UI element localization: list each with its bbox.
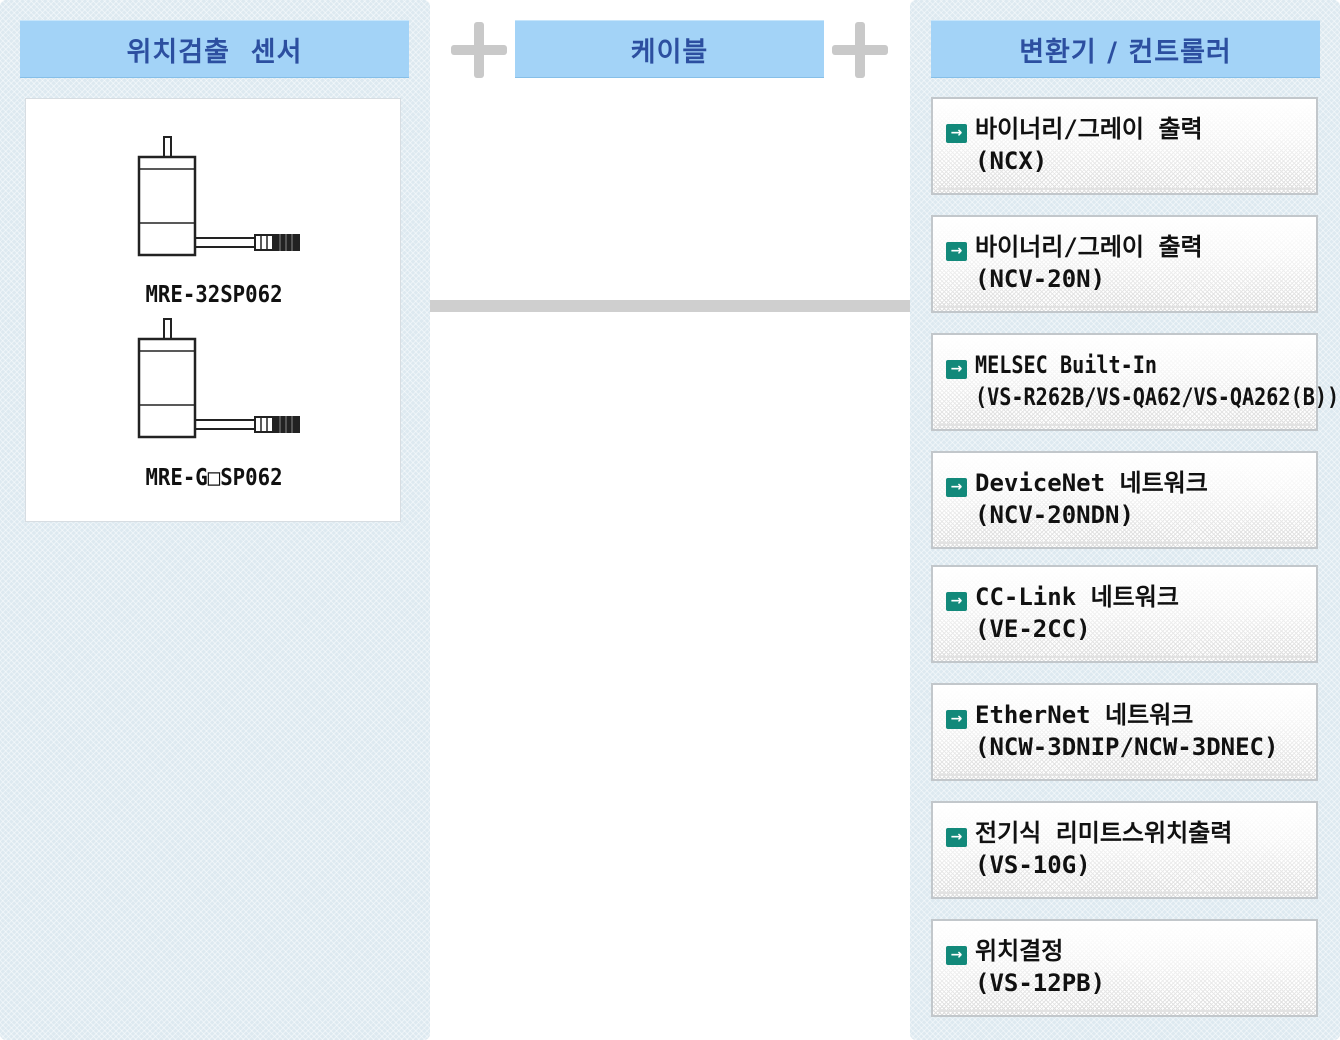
converter-item-title: 바이너리/그레이 출력 — [975, 233, 1203, 261]
converter-item-model: (VE-2CC) — [975, 615, 1091, 643]
arrow-right-icon: → — [946, 828, 967, 847]
converter-item-model: (NCV-20N) — [975, 265, 1106, 293]
converter-item-model: (NCV-20NDN) — [975, 501, 1134, 529]
cable-connector-line — [430, 300, 910, 312]
converter-item-title: EtherNet 네트워크 — [975, 701, 1194, 729]
converter-item-model: (VS-R262B/VS-QA62/VS-QA262(B)) — [975, 383, 1340, 411]
converter-item-ncx[interactable]: → 바이너리/그레이 출력 (NCX) — [931, 97, 1318, 195]
sensor-card: MRE-32SP062 MRE-G□SP062 — [25, 98, 401, 522]
converter-item-title: 위치결정 — [975, 937, 1064, 965]
sensor-drawing — [137, 318, 300, 439]
converter-item-model: (NCW-3DNIP/NCW-3DNEC) — [975, 733, 1279, 761]
converter-column-header: 변환기 / 컨트롤러 — [931, 20, 1320, 78]
plus-icon — [451, 22, 507, 78]
converter-item-positioning[interactable]: → 위치결정 (VS-12PB) — [931, 919, 1318, 1017]
cable-column-header: 케이블 — [515, 20, 824, 78]
plus-icon — [832, 22, 888, 78]
converter-item-ncv-20n[interactable]: → 바이너리/그레이 출력 (NCV-20N) — [931, 215, 1318, 313]
sensor-column-header: 위치검출 센서 — [20, 20, 409, 78]
converter-item-melsec[interactable]: → MELSEC Built-In (VS-R262B/VS-QA62/VS-Q… — [931, 333, 1340, 431]
arrow-right-icon: → — [946, 946, 967, 965]
converter-item-model: (VS-12PB) — [975, 969, 1106, 997]
converter-item-title: DeviceNet 네트워크 — [975, 469, 1208, 497]
converter-item-title: 바이너리/그레이 출력 — [975, 115, 1203, 143]
converter-item-limit-switch[interactable]: → 전기식 리미트스위치출력 (VS-10G) — [931, 801, 1318, 899]
converter-item-model: (NCX) — [975, 147, 1048, 175]
converter-item-title: MELSEC Built-In — [975, 351, 1158, 379]
converter-item-devicenet[interactable]: → DeviceNet 네트워크 (NCV-20NDN) — [931, 451, 1318, 549]
arrow-right-icon: → — [946, 360, 967, 379]
converter-item-ethernet[interactable]: → EtherNet 네트워크 (NCW-3DNIP/NCW-3DNEC) — [931, 683, 1318, 781]
converter-item-title: 전기식 리미트스위치출력 — [975, 819, 1233, 847]
arrow-right-icon: → — [946, 592, 967, 611]
arrow-right-icon: → — [946, 478, 967, 497]
sensor-drawing — [137, 136, 300, 257]
converter-item-model: (VS-10G) — [975, 851, 1091, 879]
arrow-right-icon: → — [946, 124, 967, 143]
arrow-right-icon: → — [946, 710, 967, 729]
converter-item-title: CC-Link 네트워크 — [975, 583, 1179, 611]
sensor-model-label: MRE-G□SP062 — [145, 465, 283, 491]
sensor-model-label: MRE-32SP062 — [145, 282, 283, 308]
arrow-right-icon: → — [946, 242, 967, 261]
converter-item-cc-link[interactable]: → CC-Link 네트워크 (VE-2CC) — [931, 565, 1318, 663]
